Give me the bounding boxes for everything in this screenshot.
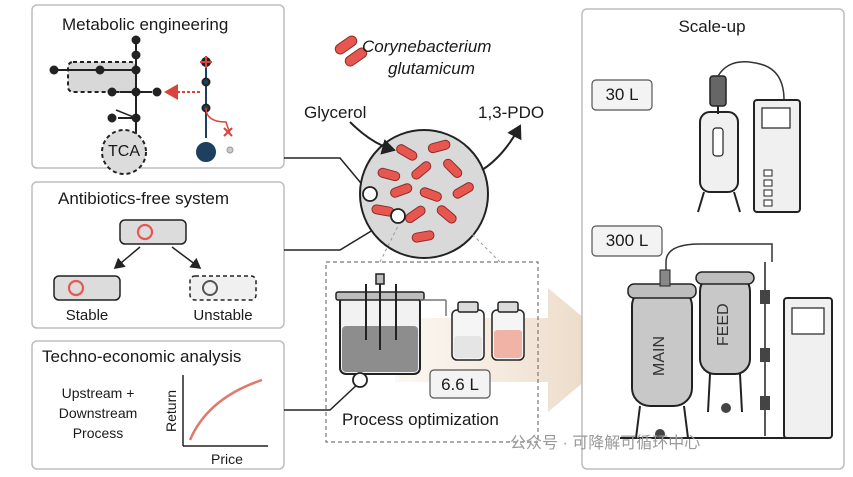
price-axis-label: Price	[211, 451, 243, 467]
tca-label: TCA	[108, 143, 140, 160]
volume-badge-30l	[591, 79, 653, 111]
stable-label: Stable	[65, 307, 109, 324]
process-box	[325, 261, 539, 443]
petri-dish	[359, 129, 489, 259]
metabolic-network	[49, 35, 234, 175]
lab-bioreactor	[335, 273, 447, 388]
watermark: 公众号 · 可降解可循环中心	[510, 435, 701, 452]
feed-vessel-label: FEED	[715, 303, 732, 346]
process-optimization-label: Process optimization	[342, 410, 499, 429]
techno-panel	[31, 340, 285, 470]
unstable-label: Unstable	[193, 307, 253, 324]
organism-name-line2: glutamicum	[388, 59, 475, 78]
volume-badge-300l	[591, 225, 663, 257]
return-axis-label: Return	[163, 389, 179, 432]
scaleup-title: Scale-up	[678, 17, 746, 36]
bioreactor-300l	[620, 243, 833, 439]
volume-badge-6l	[429, 369, 491, 399]
feed-bottles	[451, 301, 525, 361]
upstream-line2: Downstream	[58, 405, 138, 421]
volume-30l-label: 30 L	[605, 85, 639, 104]
upstream-line3: Process	[72, 425, 124, 441]
metabolic-panel	[31, 4, 285, 169]
main-vessel-label: MAIN	[651, 336, 668, 376]
bacteria-cells	[371, 139, 474, 243]
volume-6l-label: 6.6 L	[441, 375, 479, 394]
product-arrow	[481, 124, 522, 171]
glycerol-arrow	[349, 121, 396, 155]
organism-name-line1: Corynebacterium	[362, 37, 492, 56]
return-price-chart	[182, 375, 268, 447]
antibiotics-title: Antibiotics-free system	[58, 189, 229, 208]
upstream-line1: Upstream +	[61, 385, 135, 401]
plasmid-diagram	[53, 219, 257, 301]
techno-title: Techno-economic analysis	[42, 347, 242, 366]
metabolic-title: Metabolic engineering	[62, 15, 229, 34]
substrate-label: Glycerol	[304, 103, 367, 122]
organism-icon	[334, 35, 368, 67]
product-label: 1,3-PDO	[478, 103, 545, 122]
volume-300l-label: 300 L	[605, 231, 649, 250]
bioreactor-30l	[697, 61, 801, 213]
